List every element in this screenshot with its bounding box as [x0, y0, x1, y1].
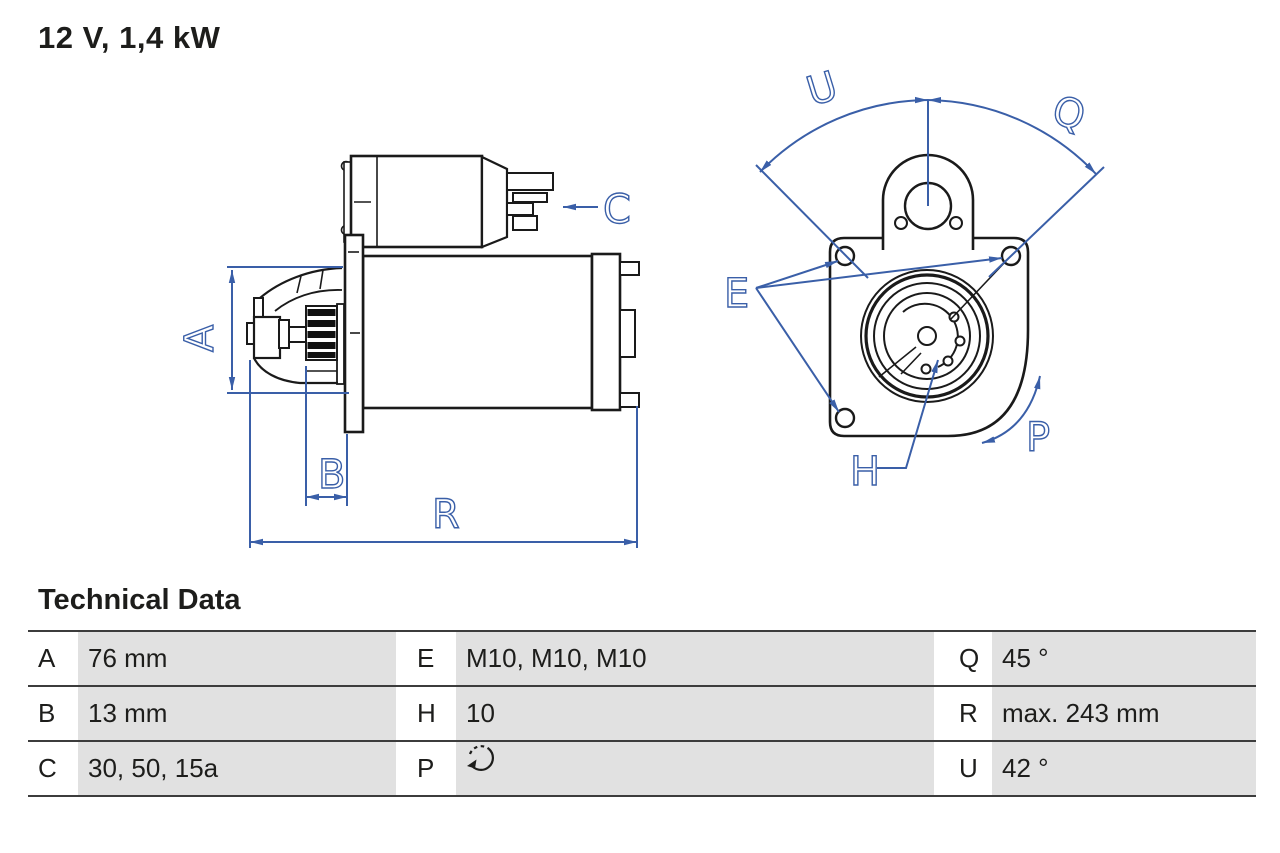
drive-end-pinion [246, 266, 345, 385]
technical-data-heading: Technical Data [38, 584, 241, 616]
side-view: A B C R [176, 154, 640, 548]
param-value: 30, 50, 15a [78, 742, 396, 795]
dim-label-h: H [850, 449, 880, 495]
dim-label-q: Q [1047, 87, 1090, 140]
param-value: 13 mm [78, 687, 396, 740]
param-value: 42 ° [992, 742, 1256, 795]
starter-technical-drawing: A B C R [176, 62, 1105, 548]
param-letter: B [28, 687, 78, 740]
param-letter: U [934, 742, 992, 795]
front-bore-and-gear [860, 260, 1007, 403]
front-view: U Q E H P [723, 62, 1105, 496]
mounting-flange [343, 233, 365, 434]
param-value: 76 mm [78, 632, 396, 685]
param-value: 10 [456, 687, 934, 740]
page-title: 12 V, 1,4 kW [38, 20, 221, 55]
dimension-lines-side [227, 203, 638, 548]
param-letter: E [396, 632, 456, 685]
param-letter: H [396, 687, 456, 740]
dim-label-r: R [432, 492, 460, 538]
solenoid [340, 154, 554, 249]
param-value: max. 243 mm [992, 687, 1256, 740]
dimension-lines-front [755, 96, 1105, 469]
table-row: C 30, 50, 15a P U 42 ° [28, 740, 1256, 797]
param-letter: C [28, 742, 78, 795]
param-letter: A [28, 632, 78, 685]
dim-label-p: P [1026, 415, 1050, 461]
table-row: B 13 mm H 10 R max. 243 mm [28, 685, 1256, 740]
dim-label-u: U [801, 63, 842, 116]
param-letter: P [396, 742, 456, 795]
param-value-rotation [456, 742, 934, 795]
rotation-ccw-icon [466, 742, 500, 794]
param-value: 45 ° [992, 632, 1256, 685]
table-row: A 76 mm E M10, M10, M10 Q 45 ° [28, 630, 1256, 685]
motor-body [361, 252, 640, 412]
param-letter: R [934, 687, 992, 740]
dim-label-b: B [318, 452, 345, 498]
param-letter: Q [934, 632, 992, 685]
technical-data-table: A 76 mm E M10, M10, M10 Q 45 ° B 13 mm H… [28, 630, 1256, 797]
dim-label-e: E [724, 271, 749, 317]
dim-label-a: A [177, 324, 223, 352]
param-value: M10, M10, M10 [456, 632, 934, 685]
bolt-hole-bottom-left [834, 407, 856, 429]
dim-label-c: C [603, 187, 631, 233]
